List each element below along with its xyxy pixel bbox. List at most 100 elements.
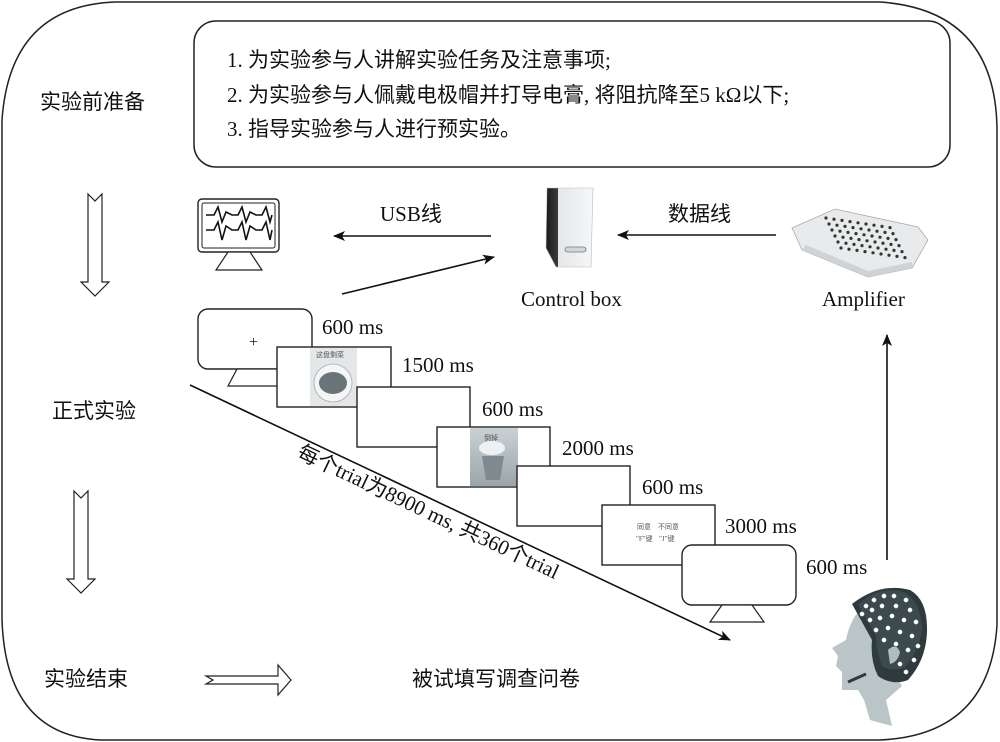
trigger-arrow [341,254,495,295]
amplifier-socket [880,224,884,228]
amplifier-socket [878,235,882,239]
amplifier-icon [791,208,929,278]
stage-label-formal: 正式实验 [52,399,136,423]
down-arrow-icon [65,489,97,594]
duration-5: 600 ms [642,475,703,499]
electrode [905,647,911,653]
response-key-j: "J"键 [659,534,674,543]
amplifier-socket [871,251,875,255]
electrode [911,657,917,663]
amplifier-socket [835,223,839,227]
amplifier-socket [900,250,904,254]
amplifier-socket [868,245,872,249]
amplifier-socket [876,246,880,250]
amplifier-socket [895,254,899,258]
amplifier-socket [855,248,859,252]
amplifier-socket [824,216,828,220]
duration-4: 2000 ms [562,436,634,460]
amplifier-socket [887,253,891,257]
control-box-label: Control box [521,287,622,311]
eeg-monitor-icon [197,198,280,271]
amplifier-socket [863,250,867,254]
electrode [869,607,875,613]
amplifier-socket [889,242,893,246]
electrode [885,625,891,631]
right-arrow-icon [203,663,292,697]
amplifier-socket [840,218,844,222]
duration-6: 3000 ms [725,514,797,538]
electrode [893,641,899,647]
electrode [877,615,883,621]
electrode [867,617,873,623]
amplifier-socket [881,241,885,245]
amplifier-socket [843,224,847,228]
electrode [903,669,909,675]
amplifier-socket [833,234,837,238]
amplifier-socket [852,242,856,246]
electrode [889,613,895,619]
amplifier-socket [847,247,851,251]
duration-7: 600 ms [806,555,867,579]
amplifier-socket [849,236,853,240]
electrode [891,593,897,599]
amplifier-socket [848,220,852,224]
amplifier-socket [892,248,896,252]
amplifier-socket [856,221,860,225]
prep-steps-box [193,20,951,168]
amplifier-socket [884,247,888,251]
amplifier-label: Amplifier [822,287,905,311]
prep-step-2: 2. 为实验参与人佩戴电极帽并打导电膏, 将阻抗降至5 kΩ以下; [227,83,789,107]
electrode [913,619,919,625]
amplifier-socket [846,230,850,234]
amplifier-socket [894,238,898,242]
amplifier-socket [860,244,864,248]
amplifier-socket [830,228,834,232]
electrode [893,603,899,609]
electrode [909,633,915,639]
amplifier-socket [854,232,858,236]
electrode [897,629,903,635]
amplifier-socket [883,230,887,234]
end-task-label: 被试填写调查问卷 [412,667,580,691]
amplifier-socket [857,238,861,242]
electrode [879,603,885,609]
trial-screen-image-2: 倒掉 [436,426,551,488]
prep-step-3: 3. 指导实验参与人进行预实验。 [227,117,521,141]
response-option-disagree: 不同意 [658,522,679,531]
electrode [873,627,879,633]
timeline-arrow [189,384,731,641]
electrode [863,603,869,609]
amplifier-socket [864,222,868,226]
electrode [871,597,877,603]
amplifier-socket [891,232,895,236]
response-option-agree: 同意 [637,522,651,531]
amplifier-socket [827,222,831,226]
response-key-f: "F"键 [636,534,653,543]
prep-step-1: 1. 为实验参与人讲解实验任务及注意事项; [227,48,611,72]
amplifier-socket [862,233,866,237]
amplifier-socket [888,226,892,230]
amplifier-socket [897,244,901,248]
duration-2: 1500 ms [402,353,474,377]
electrode [907,607,913,613]
fixation-cross: + [249,334,258,351]
control-box-icon [545,187,594,268]
stage-label-prep: 实验前准备 [40,90,145,114]
amplifier-socket [870,234,874,238]
stimulus-caption-2: 倒掉 [484,433,498,442]
amplifier-socket [875,229,879,233]
eeg-cap-head-icon [832,587,928,726]
trial-screen-blank-monitor [681,544,797,623]
stage-label-end: 实验结束 [44,667,128,691]
stimulus-caption-1: 这盘剩菜 [316,350,344,359]
amplifier-socket [879,252,883,256]
amplifier-socket [844,241,848,245]
amplifier-socket [839,246,843,250]
electrode [915,643,921,649]
electrode [903,597,909,603]
electrode [897,661,903,667]
electrode [881,637,887,643]
amplifier-socket [867,228,871,232]
amplifier-socket [859,227,863,231]
